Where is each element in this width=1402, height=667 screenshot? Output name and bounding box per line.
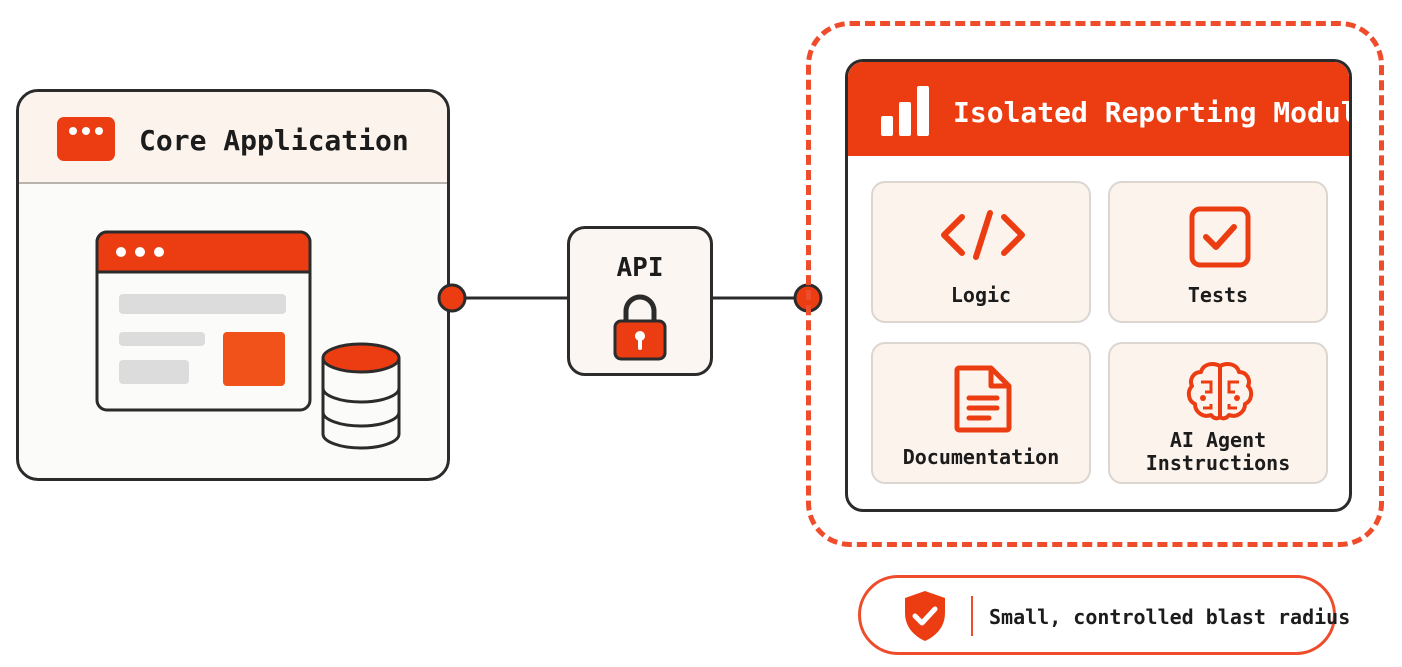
- brain-icon: [1186, 362, 1254, 421]
- code-icon: [941, 210, 1025, 260]
- badge-divider: [971, 596, 973, 636]
- connector-node-core: [437, 283, 467, 313]
- card-documentation: Documentation: [871, 342, 1091, 484]
- browser-window-icon: [95, 230, 312, 412]
- card-ai-agent-label-line2: Instructions: [1145, 451, 1291, 475]
- database-icon: [321, 342, 401, 450]
- shield-check-icon: [905, 591, 945, 641]
- blast-radius-badge: Small, controlled blast radius: [858, 575, 1350, 655]
- bar-chart-icon: [881, 86, 929, 136]
- checkbox-icon: [1189, 206, 1251, 268]
- core-application-panel: Core Application: [16, 89, 450, 481]
- document-icon: [954, 365, 1012, 433]
- card-ai-agent-label-line1: AI Agent: [1169, 428, 1267, 452]
- reporting-module-title: Isolated Reporting Module: [953, 96, 1352, 129]
- card-tests-label: Tests: [1187, 283, 1249, 307]
- card-tests: Tests: [1108, 181, 1328, 323]
- card-ai-agent-instructions: AI Agent Instructions: [1108, 342, 1328, 484]
- core-application-title: Core Application: [139, 124, 409, 157]
- core-application-header: Core Application: [19, 92, 447, 184]
- card-logic-label: Logic: [950, 283, 1012, 307]
- badge-text: Small, controlled blast radius: [989, 605, 1351, 629]
- card-logic: Logic: [871, 181, 1091, 323]
- padlock-icon: [613, 294, 667, 361]
- api-gateway: API: [567, 226, 713, 376]
- app-window-icon: [57, 117, 115, 161]
- reporting-module-header: Isolated Reporting Module: [848, 62, 1349, 156]
- module-boundary: [806, 21, 1384, 547]
- reporting-module-panel: Isolated Reporting Module Logic Tests Do…: [845, 59, 1352, 512]
- card-documentation-label: Documentation: [902, 445, 1060, 469]
- api-label: API: [616, 253, 664, 283]
